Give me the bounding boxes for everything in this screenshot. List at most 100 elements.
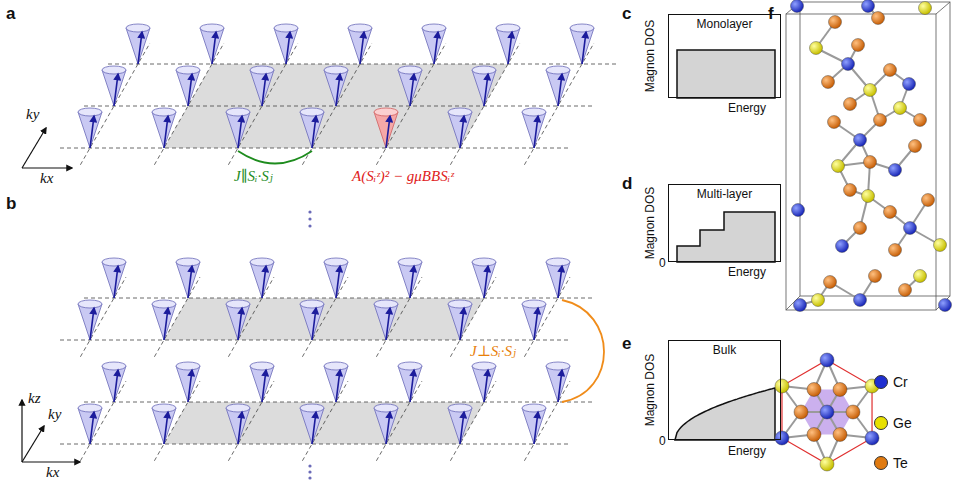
lattice-line [524,43,594,165]
lattice-line [60,444,568,445]
cone-body [226,304,250,340]
panel-letter: c [622,4,631,24]
legend-swatch [874,375,888,389]
spin-layer [60,362,592,461]
spin-cone [274,24,298,64]
cone-top [226,300,250,308]
atom [864,84,877,97]
cone-body [250,262,274,298]
cone-top [102,66,126,74]
spin-cone [448,404,472,444]
axis-label: Energy [728,443,766,459]
spin-cone [300,404,324,444]
spin-arrow [460,116,464,148]
atom [836,240,849,253]
continuation-dot [308,464,311,467]
atom [872,12,885,25]
axis-label: kx [46,464,59,480]
spin-arrow [188,370,192,402]
intralayer-exchange-arc [238,151,312,164]
spin-cone [422,24,446,64]
lattice-line [450,43,520,165]
cone-top [152,404,176,412]
cone-body [152,408,176,444]
cone-top [422,24,446,32]
cone-top [472,66,496,74]
spin-cone [176,66,200,106]
spin-cone [448,108,472,148]
spin-arrow [386,412,390,444]
cone-top [398,66,422,74]
spin-cone [472,66,496,106]
spin-layer [60,24,616,165]
cone-top [300,404,324,412]
dos-plot-frame: Bulk [668,340,781,440]
cone-top [522,300,546,308]
spin-layer [60,258,592,357]
spin-arrow [534,116,538,148]
spin-cone [324,362,348,402]
atom [833,382,847,396]
spin-cone [348,24,372,64]
spin-arrow [90,116,94,148]
spin-arrow [434,32,438,64]
continuation-dot [308,470,311,473]
legend-swatch [874,416,888,430]
legend-text: Ge [893,415,912,431]
spin-cone [176,258,200,298]
axis-label: Energy [728,264,766,280]
spin-cone [152,300,176,340]
lattice-line [84,402,592,403]
cell-edge [936,2,950,14]
dos-fill [677,50,775,98]
cone-top [250,362,274,370]
cone-top [226,404,250,412]
cone-top [176,362,200,370]
atom [889,244,902,257]
continuation-dot [308,217,311,220]
axis-label: kz [28,390,41,406]
cone-body [250,70,274,106]
spin-arrow [410,266,414,298]
cone-body [226,112,250,148]
atom [832,160,845,173]
axis-label: ky [26,106,39,122]
atom [899,284,912,297]
atom [894,102,907,115]
atom [864,156,877,169]
axis-arrow [22,128,46,168]
legend-row: Te [874,455,908,471]
cone-body [374,304,398,340]
bonds [800,6,940,305]
spin-arrow [386,116,390,148]
spin-arrow [114,74,118,106]
lattice-line [302,43,372,165]
cone-body [200,28,224,64]
spin-cone [102,362,126,402]
spin-cone [570,24,594,64]
spin-arrow [410,370,414,402]
spin-cone [102,258,126,298]
spin-cone [324,258,348,298]
spin-arrow [312,412,316,444]
cone-body [398,366,422,402]
atom [909,140,922,153]
atom [934,239,947,252]
cone-top [398,258,422,266]
atom [820,457,834,471]
axis-label: Magnon DOS [642,354,658,427]
continuation-dot [308,476,311,479]
atom [820,353,834,367]
legend-text: Cr [893,374,908,390]
spin-arrow [558,74,562,106]
cone-body [324,70,348,106]
anisotropy-spin-cone [374,108,398,148]
cone-body [522,408,546,444]
exchange-term: J∥Sᵢ·Sⱼ [232,168,275,184]
cone-body [78,112,102,148]
cone-body [300,408,324,444]
spin-cone [226,108,250,148]
atom [939,299,952,312]
spin-arrow [558,370,562,402]
